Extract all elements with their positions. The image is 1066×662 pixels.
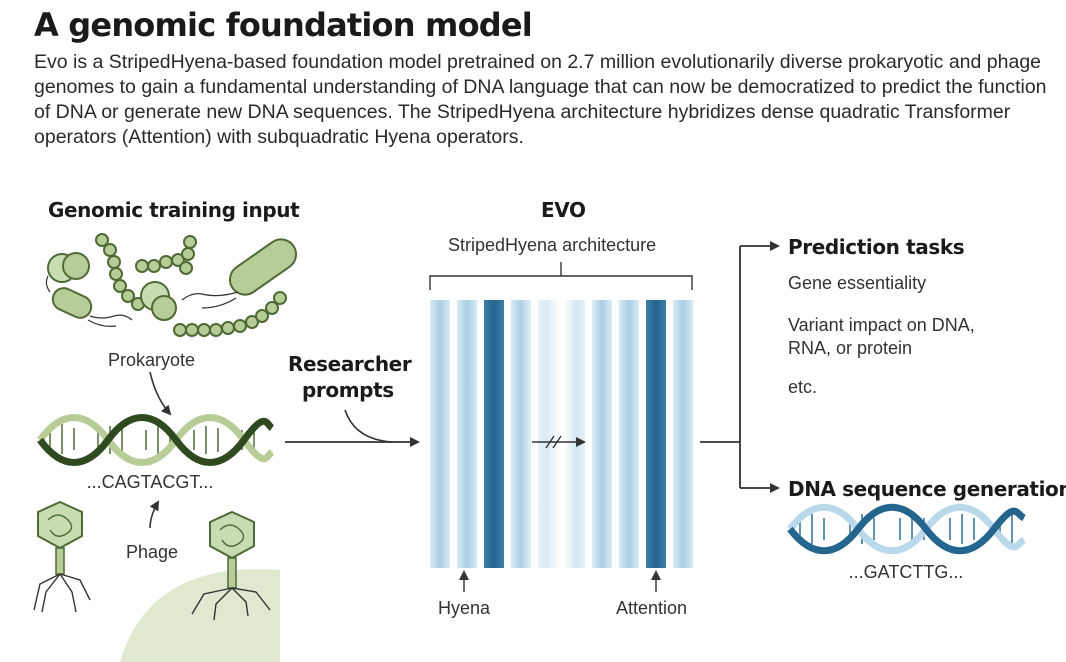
- prompts-label-line2: prompts: [302, 378, 394, 402]
- attention-layer: [484, 300, 504, 568]
- phage-to-dna-arrow: [149, 500, 159, 529]
- prokaryote-illustration: [45, 233, 298, 337]
- input-heading: Genomic training input: [48, 198, 300, 222]
- task-variant-impact-line1: Variant impact on DNA,: [788, 315, 975, 335]
- hyena-layer: [457, 300, 477, 568]
- task-etc: etc.: [788, 377, 818, 397]
- model-heading: EVO: [541, 198, 586, 222]
- attention-label: Attention: [616, 598, 688, 618]
- input-sequence-text: ...CAGTACGT...: [87, 472, 214, 492]
- generated-dna-helix: [787, 503, 1026, 555]
- prokaryote-to-dna-arrow: [149, 371, 172, 416]
- hyena-layer: [619, 300, 639, 568]
- input-dna-helix: [37, 414, 275, 466]
- hyena-layer: [673, 300, 693, 568]
- model-layers: [430, 300, 693, 568]
- generated-sequence-text: ...GATCTTG...: [849, 562, 964, 582]
- prompts-label-line1: Researcher: [288, 352, 412, 376]
- attention-layer: [646, 300, 666, 568]
- output-arrows: [700, 241, 780, 493]
- phage-illustration: [33, 500, 280, 662]
- prokaryote-label: Prokaryote: [108, 350, 196, 370]
- prompts-arrow: [344, 409, 394, 443]
- task-gene-essentiality: Gene essentiality: [788, 273, 927, 293]
- task-variant-impact-line2: RNA, or protein: [788, 338, 913, 358]
- hyena-label: Hyena: [438, 598, 491, 618]
- phage-label: Phage: [126, 542, 179, 562]
- generation-heading: DNA sequence generation: [788, 477, 1066, 501]
- figure-description: Evo is a StripedHyena-based foundation m…: [34, 51, 1047, 148]
- architecture-label: StripedHyena architecture: [448, 235, 657, 255]
- architecture-bracket: [429, 275, 693, 290]
- prediction-heading: Prediction tasks: [788, 235, 965, 259]
- hyena-layer: [430, 300, 450, 568]
- figure-title: A genomic foundation model: [34, 6, 533, 44]
